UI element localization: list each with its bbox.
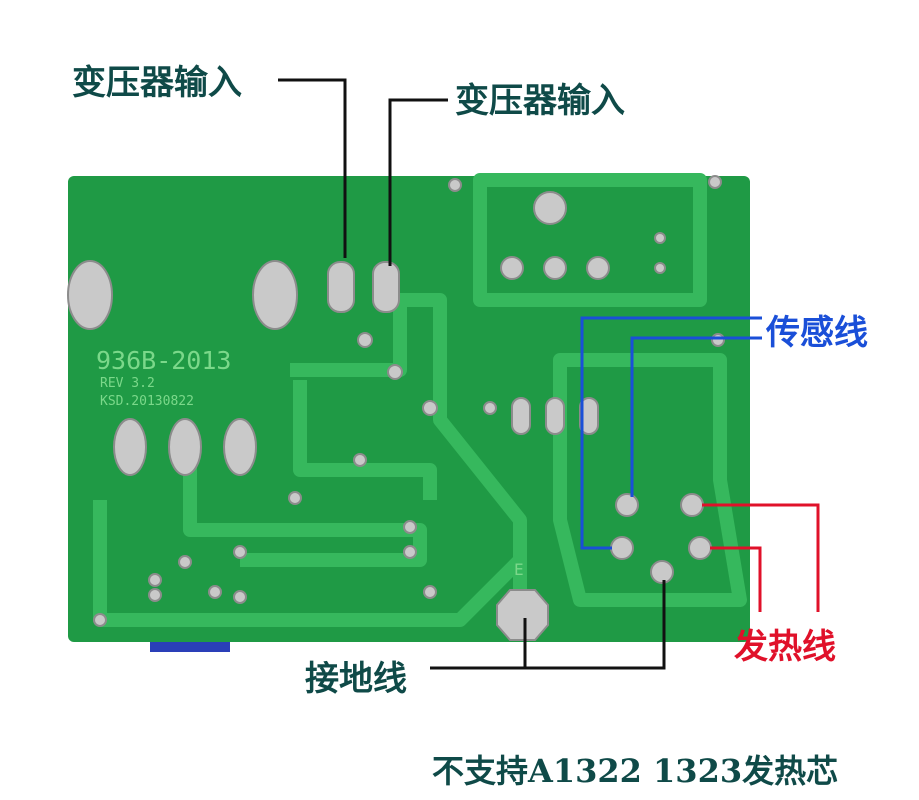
copper-traces xyxy=(93,173,747,627)
callout-line-transformer-right xyxy=(388,98,448,266)
pcb-board xyxy=(68,176,750,642)
label-transformer-input-right: 变压器输入 xyxy=(455,81,625,121)
label-sensor-wire: 传感线 xyxy=(766,313,868,353)
silkscreen-revision: REV 3.2 xyxy=(100,376,155,391)
callout-line-sensor-a xyxy=(580,316,762,550)
silkscreen-code: KSD.20130822 xyxy=(100,394,194,409)
silkscreen-model: 936B-2013 xyxy=(96,346,232,375)
callout-line-heater-a xyxy=(702,503,820,612)
callout-lines xyxy=(278,78,820,670)
callout-line-transformer-left xyxy=(278,78,347,258)
silkscreen-ground-mark: E xyxy=(514,560,524,579)
label-ground-wire: 接地线 xyxy=(305,659,407,699)
label-transformer-input-left: 变压器输入 xyxy=(72,63,242,103)
pads xyxy=(67,175,725,641)
footer-note: 不支持A1322 1323发热芯 xyxy=(432,752,839,790)
label-heater-wire: 发热线 xyxy=(734,627,836,667)
callout-line-heater-b xyxy=(710,546,762,612)
callout-line-sensor-b xyxy=(630,336,762,497)
callout-line-ground-b xyxy=(525,580,666,670)
